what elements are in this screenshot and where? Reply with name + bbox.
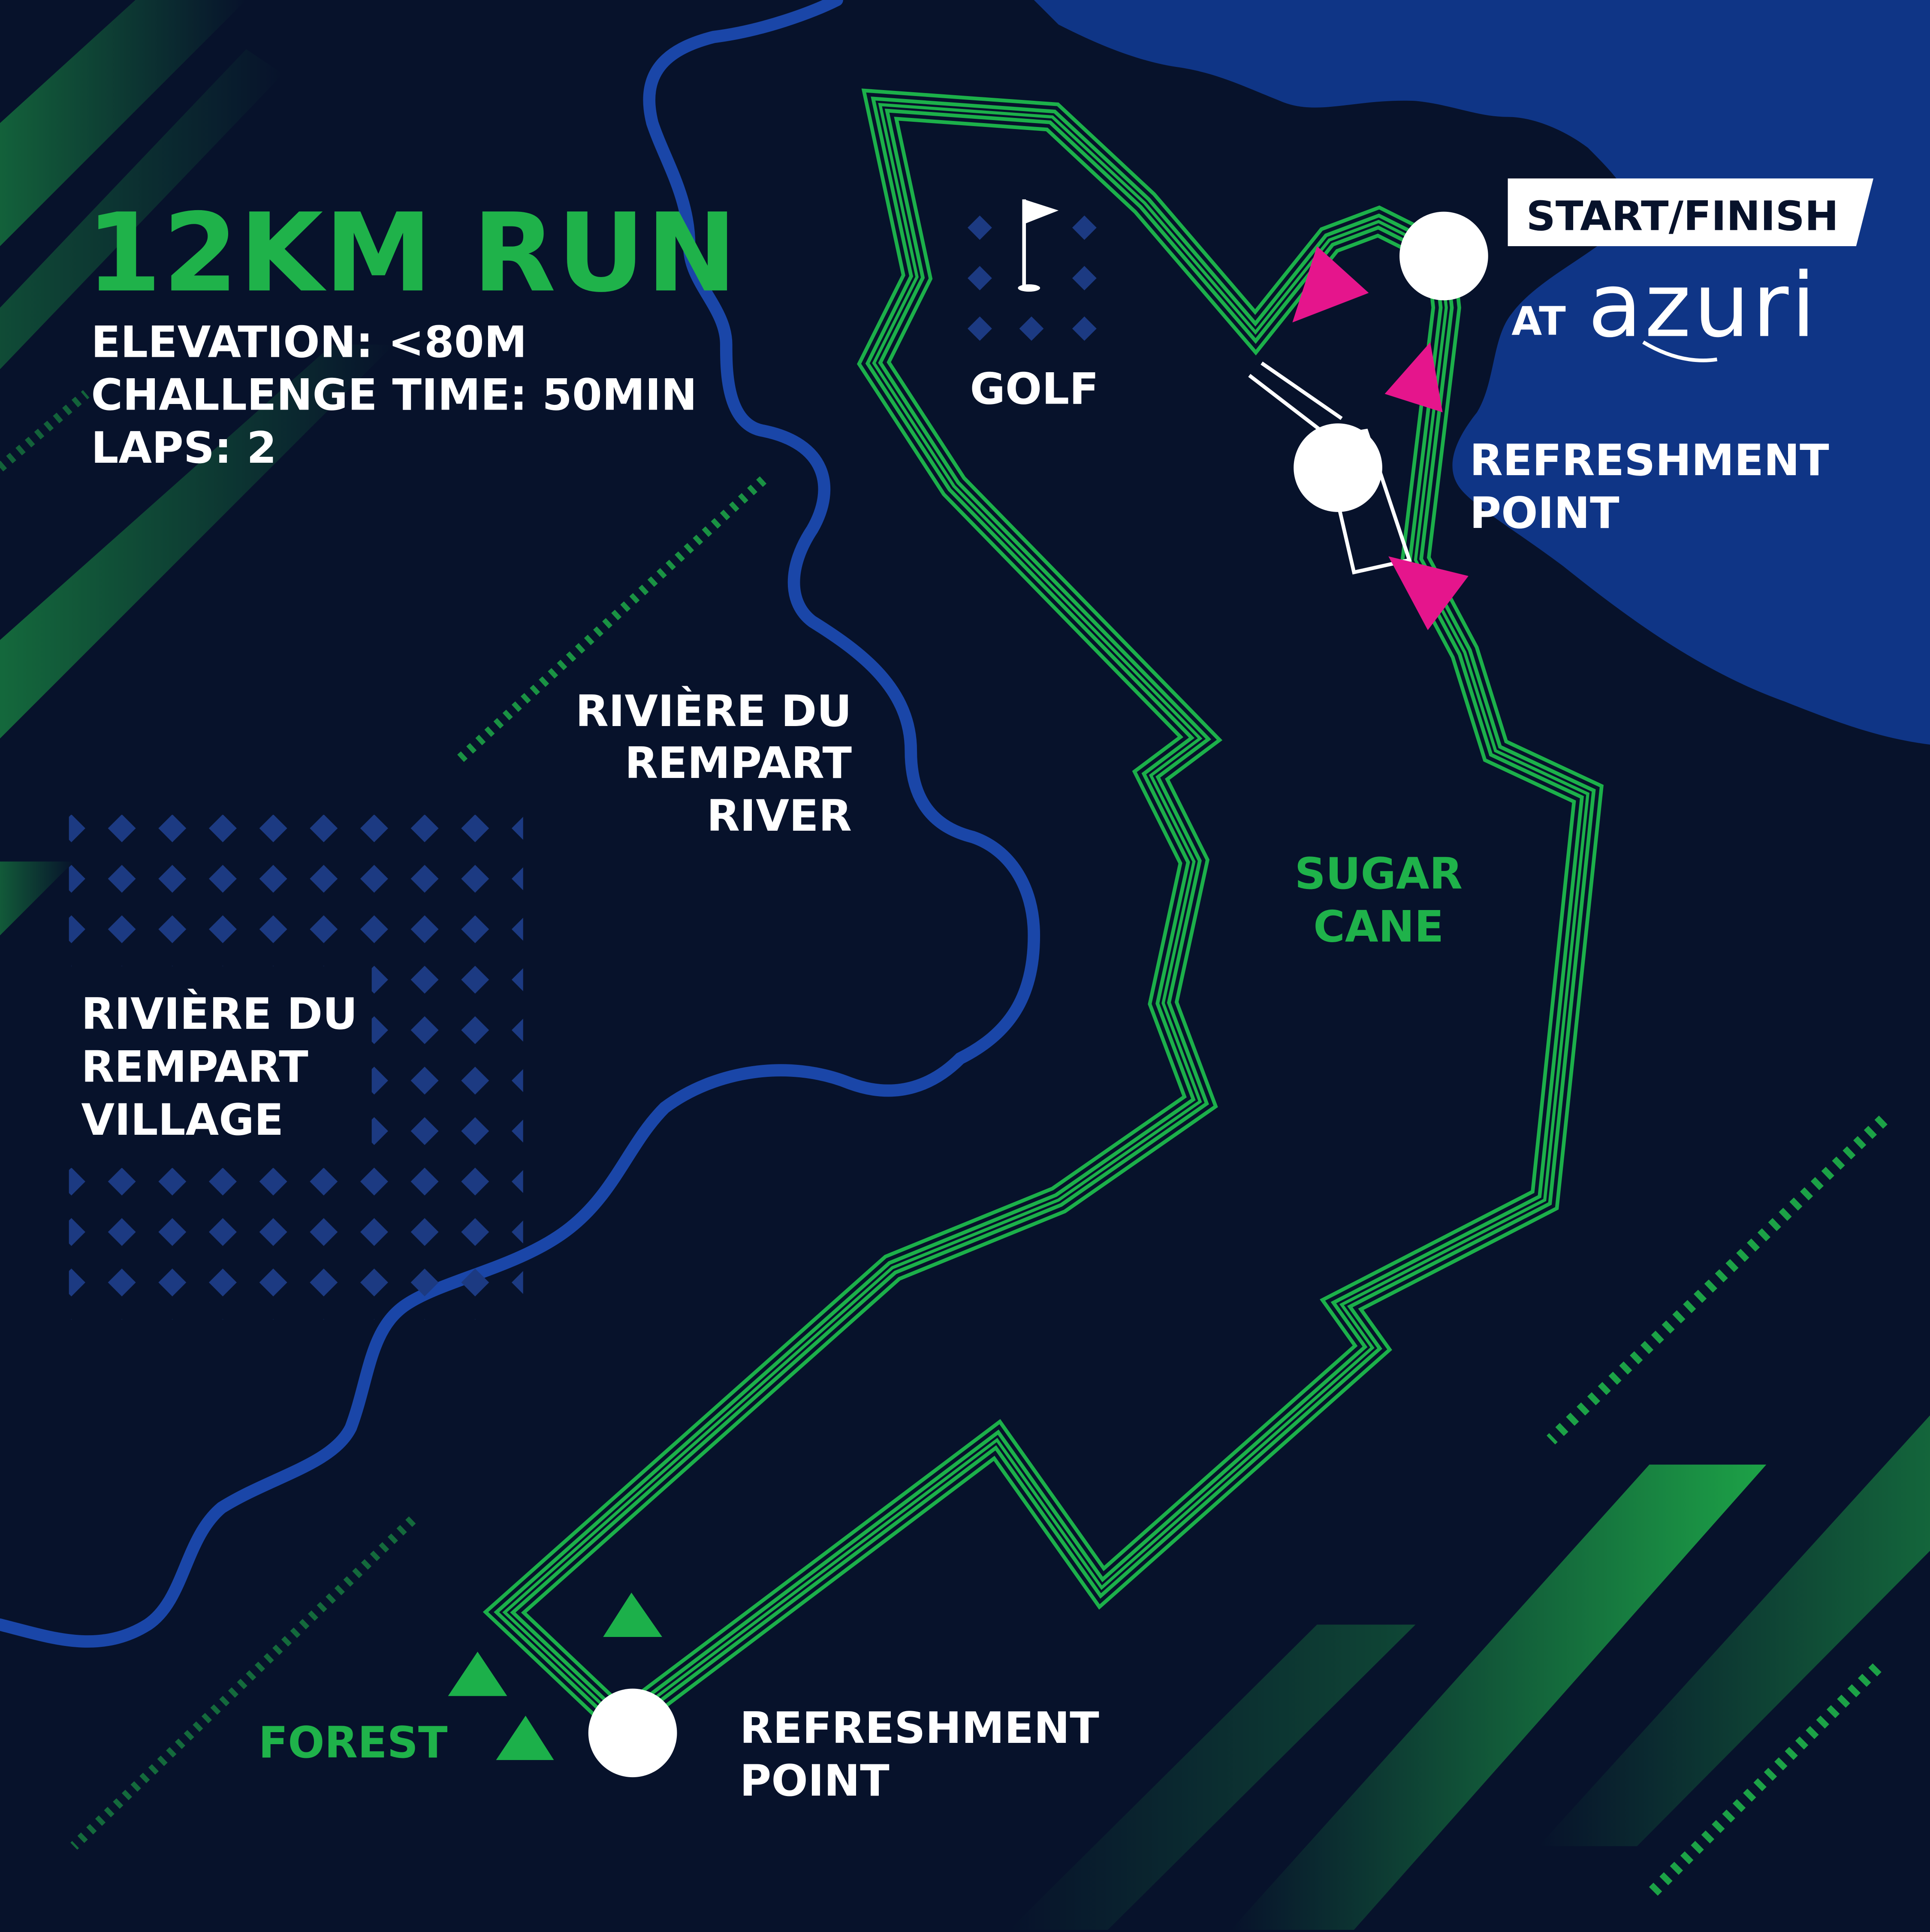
sugar-cane-label-line: CANE xyxy=(1313,901,1444,952)
refreshment-label-line: POINT xyxy=(740,1756,890,1806)
stat-challenge-time: CHALLENGE TIME: 50MIN xyxy=(91,370,697,420)
refreshment-label-line: POINT xyxy=(1470,488,1619,538)
village-pattern xyxy=(69,1168,523,1320)
refreshment-label-line: REFRESHMENT xyxy=(740,1703,1099,1753)
village-label-line: RIVIÈRE DU xyxy=(81,989,357,1039)
sugar-cane-label: SUGAR CANE xyxy=(1295,849,1463,952)
sugar-cane-label-line: SUGAR xyxy=(1295,849,1463,899)
logo-swoosh xyxy=(1642,341,1718,362)
river-label: RIVIÈRE DU REMPART RIVER xyxy=(576,686,852,841)
refreshment-label-line: REFRESHMENT xyxy=(1470,435,1829,485)
golf-label: GOLF xyxy=(970,364,1098,414)
golf-flag-icon xyxy=(1018,199,1059,292)
refreshment-label-top: REFRESHMENT POINT xyxy=(1470,435,1829,538)
stat-laps: LAPS: 2 xyxy=(91,423,277,473)
village-label: RIVIÈRE DU REMPART VILLAGE xyxy=(81,989,357,1145)
refreshment-point-bottom xyxy=(588,1688,677,1778)
run-route xyxy=(482,88,1604,1742)
at-label: AT xyxy=(1511,298,1566,344)
start-finish-label: START/FINISH xyxy=(1526,193,1839,240)
village-pattern xyxy=(69,814,523,966)
tree-icon xyxy=(448,1592,663,1760)
page-title: 12KM RUN xyxy=(86,190,738,316)
village-label-line: REMPART xyxy=(81,1042,308,1092)
river-label-line: RIVER xyxy=(707,791,852,841)
stat-elevation: ELEVATION: <80M xyxy=(91,317,527,367)
village-label-line: VILLAGE xyxy=(81,1095,283,1145)
refreshment-point-top xyxy=(1294,423,1382,512)
start-finish-badge: START/FINISH xyxy=(1508,178,1873,246)
azuri-logo: azuri xyxy=(1588,253,1818,357)
refreshment-spur xyxy=(1248,362,1412,575)
refreshment-label-bottom: REFRESHMENT POINT xyxy=(740,1703,1099,1806)
river-label-line: RIVIÈRE DU xyxy=(576,686,852,736)
start-finish-point xyxy=(1399,211,1488,301)
forest-label: FOREST xyxy=(259,1718,448,1768)
river xyxy=(0,0,1040,1648)
river-label-line: REMPART xyxy=(625,738,852,788)
village-pattern xyxy=(371,966,523,1168)
direction-arrow-icon xyxy=(1292,246,1469,630)
